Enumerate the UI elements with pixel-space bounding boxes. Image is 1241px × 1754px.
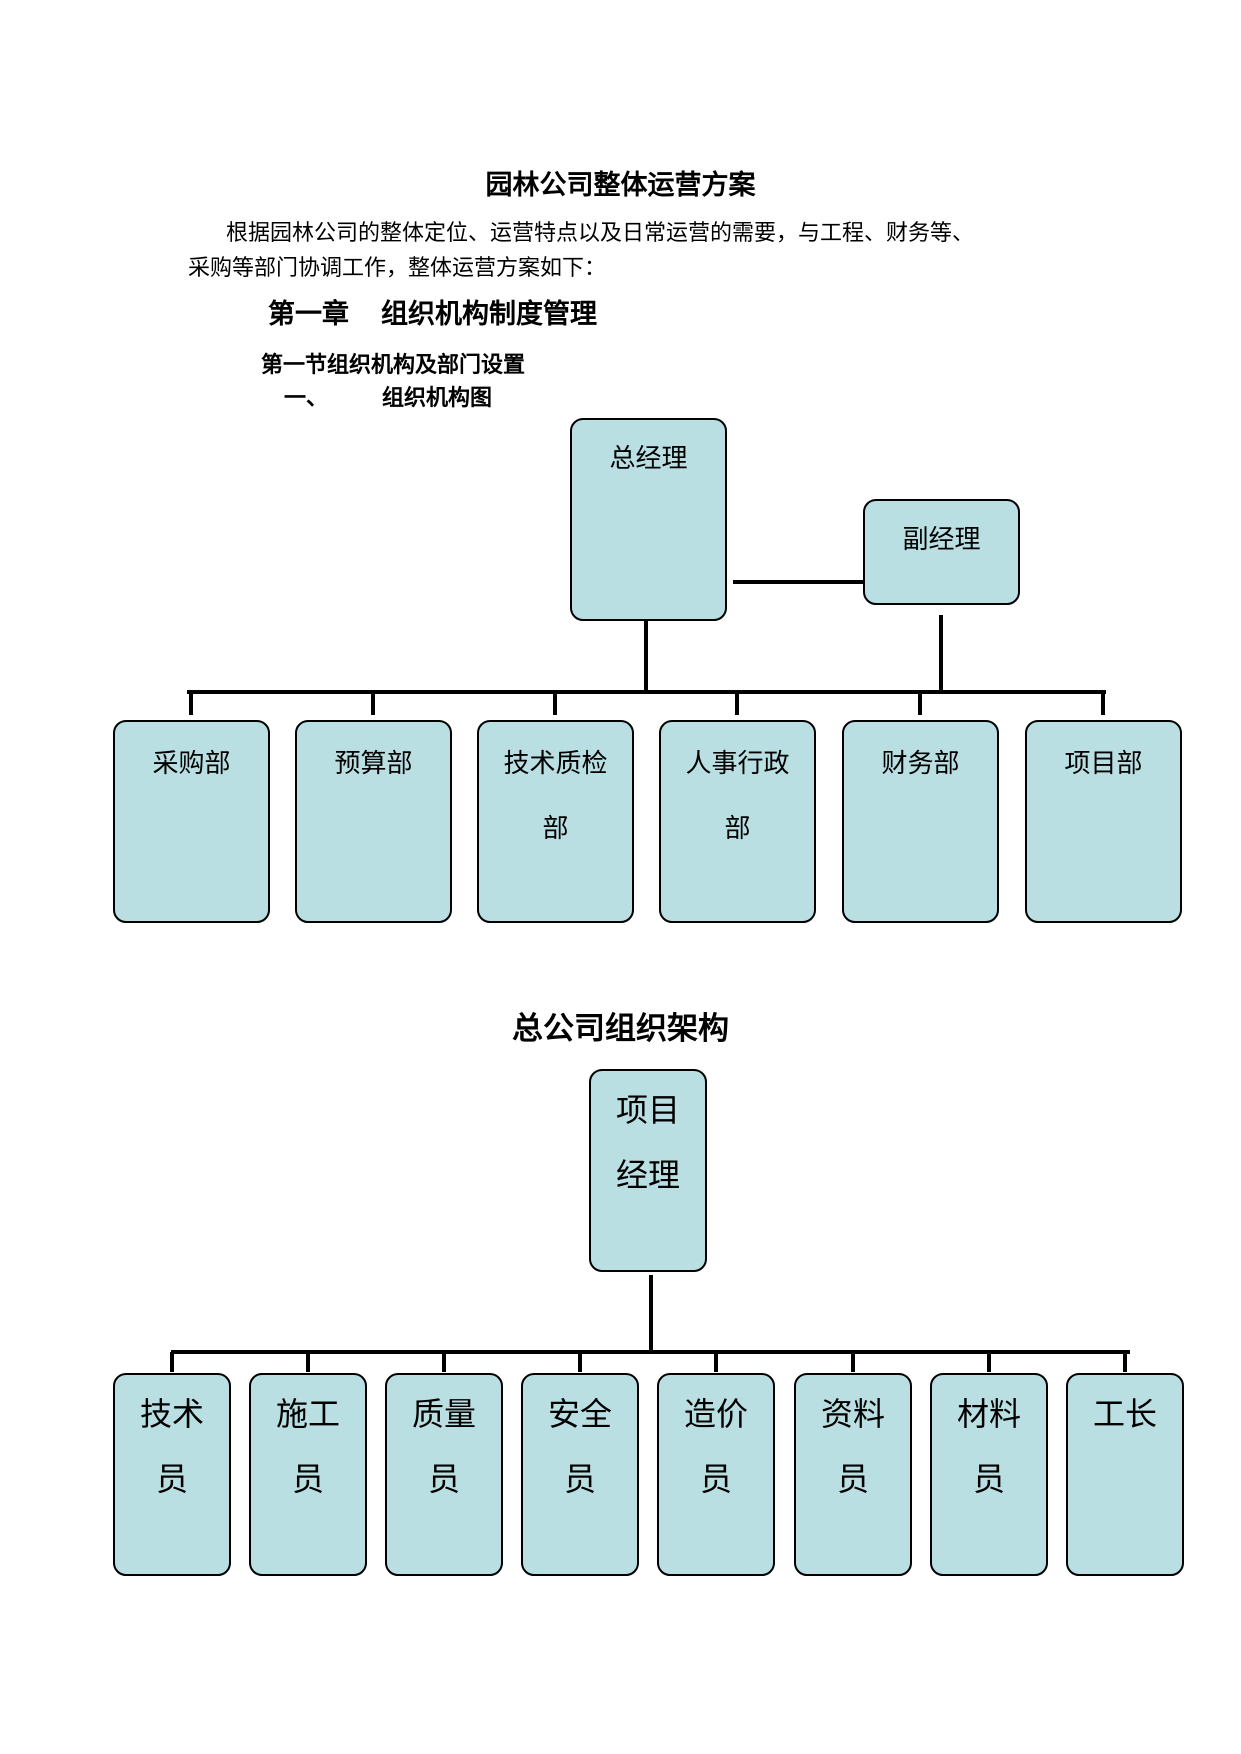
chart-2-title: 总公司组织架构 [512,1011,729,1047]
intro-paragraph-line-2: 采购等部门协调工作，整体运营方案如下： [188,256,607,281]
chart-1-boxes: 总经理副经理采购部预算部技术质检部人事行政部财务部项目部 [113,418,1182,923]
staff-box-label: 造价 [684,1395,748,1433]
staff-box: 施工员 [249,1373,367,1576]
staff-box: 技术员 [113,1373,231,1576]
department-box-shape [842,720,999,923]
staff-box-label: 员 [700,1460,732,1498]
project-manager-box-shape [589,1069,707,1272]
section-heading: 第一节组织机构及部门设置 [261,352,526,378]
department-box: 预算部 [295,720,452,923]
staff-box-label: 质量 [412,1395,476,1433]
staff-box-shape [1066,1373,1184,1576]
chart-1-connectors [187,580,1106,715]
staff-box-label: 材料 [957,1395,1021,1433]
deputy-manager-box-shape [863,499,1020,605]
department-box-shape [113,720,270,923]
chapter-heading: 第一章 组织机构制度管理 [268,292,597,331]
sub-item-number: 一、 [284,385,329,411]
chapter-title: 组织机构制度管理 [381,299,597,330]
general-manager-box-shape [570,418,727,621]
department-box-label: 技术质检 [503,749,607,779]
staff-box-label: 工长 [1093,1395,1157,1433]
staff-box-shape [930,1373,1048,1576]
staff-box: 造价员 [657,1373,775,1576]
staff-box-label: 技术 [140,1395,204,1433]
department-box-shape [1025,720,1182,923]
staff-box-label: 安全 [548,1395,612,1433]
department-box-label: 财务部 [881,749,959,779]
deputy-manager-box: 副经理 [863,499,1020,605]
staff-box-label: 员 [564,1460,596,1498]
department-box-label: 部 [724,814,750,844]
sub-item-title: 组织机构图 [382,385,493,411]
document-title: 园林公司整体运营方案 [485,170,756,201]
staff-box-shape [385,1373,503,1576]
intro-paragraph-line-1: 根据园林公司的整体定位、运营特点以及日常运营的需要，与工程、财务等、 [226,221,975,246]
chart-2-connectors [170,1275,1130,1372]
general-manager-box-label: 总经理 [609,444,687,474]
staff-box-label: 资料 [821,1395,885,1433]
staff-box-shape [249,1373,367,1576]
staff-box-label: 员 [292,1460,324,1498]
department-box: 财务部 [842,720,999,923]
department-box-shape [659,720,816,923]
staff-box-shape [113,1373,231,1576]
department-box-label: 采购部 [152,749,230,779]
staff-box: 工长 [1066,1373,1184,1576]
sub-item-heading: 一、 组织机构图 [284,380,492,412]
department-box-label: 预算部 [334,749,412,779]
staff-box-label: 员 [837,1460,869,1498]
department-box: 项目部 [1025,720,1182,923]
staff-box-label: 员 [428,1460,460,1498]
department-box-label: 人事行政 [685,749,789,779]
chapter-number: 第一章 [268,299,349,330]
deputy-manager-box-label: 副经理 [902,525,980,555]
staff-box-label: 施工 [276,1395,340,1433]
staff-box: 质量员 [385,1373,503,1576]
department-box-shape [295,720,452,923]
staff-box: 资料员 [794,1373,912,1576]
project-manager-box-label: 项目 [616,1091,680,1129]
department-box-shape [477,720,634,923]
staff-box: 材料员 [930,1373,1048,1576]
staff-box-label: 员 [156,1460,188,1498]
staff-box-shape [794,1373,912,1576]
department-box: 采购部 [113,720,270,923]
staff-box-shape [657,1373,775,1576]
general-manager-box: 总经理 [570,418,727,621]
department-box-label: 部 [542,814,568,844]
staff-box-label: 员 [973,1460,1005,1498]
staff-box: 安全员 [521,1373,639,1576]
department-box-label: 项目部 [1064,749,1142,779]
staff-box-shape [521,1373,639,1576]
project-manager-box-label: 经理 [616,1156,680,1194]
